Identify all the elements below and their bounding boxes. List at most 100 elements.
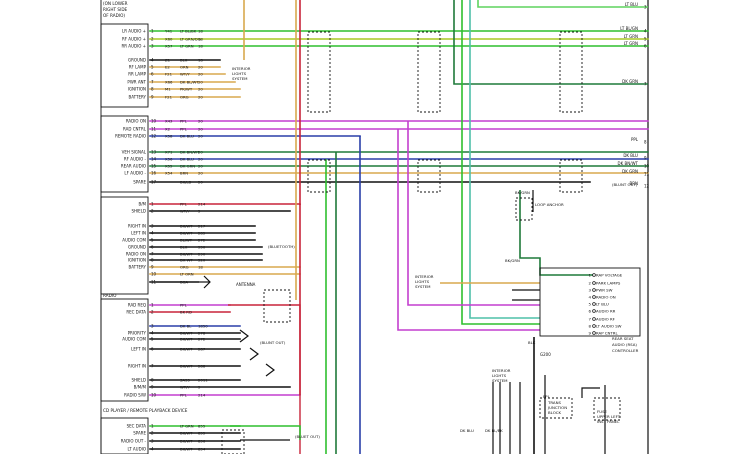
wire-color-label: BK/WT — [180, 331, 193, 336]
pin-number: 1 — [151, 303, 154, 308]
wire-color-label: LT GRN — [180, 424, 194, 429]
radio-connector-box-1 — [100, 23, 149, 108]
wire-color-label: DK BN/WT — [180, 150, 200, 155]
wire-gauge-label: 5 — [198, 385, 201, 390]
wire-gauge-label: 20 — [198, 95, 203, 100]
wire-color-label: DK GRN — [180, 164, 195, 169]
wire-color-label: BK/WT — [180, 364, 193, 369]
pin-number: 3 — [151, 324, 154, 329]
pin-label: SHIELD — [131, 209, 146, 214]
fuse-box — [593, 397, 621, 421]
header-note-text: (ON LOWER — [103, 1, 128, 6]
antenna-icon — [203, 275, 211, 289]
wire-color-label: PPL — [180, 127, 188, 132]
wire-color-label: DK BL/WT — [180, 80, 199, 85]
loop-anchor-label: LOOP ANCHOR — [535, 202, 564, 207]
teal-trunk — [469, 0, 540, 319]
wire-color-label: BK/WT — [180, 337, 193, 342]
interior-lights-label: SYSTEM — [232, 76, 248, 81]
pin-label: RIGHT IN — [128, 224, 146, 229]
wire-gauge-label: 18 — [198, 29, 203, 34]
circuit-code: F21 — [165, 72, 173, 77]
pin-label: REC DATA — [126, 310, 146, 315]
wire-gauge-label: 20 — [198, 119, 203, 124]
rsa-pin-number: 8 — [589, 324, 592, 329]
pin-label: AUDIO COM — [122, 337, 146, 342]
splice-chevron — [239, 329, 249, 343]
wire-color-label: DK BLU — [180, 134, 194, 139]
bluetooth-label-2: (BLUET OUT) — [295, 434, 320, 439]
wire-color-label: BL/WT — [180, 238, 193, 243]
circuit-code: X71 — [165, 150, 173, 155]
wire-color-label: SA55 — [180, 378, 190, 383]
wire-color-label: DK BLU — [180, 157, 194, 162]
pin-number: 4 — [151, 231, 154, 236]
right-pin-number: 11 — [644, 172, 650, 177]
fuse-link — [581, 387, 600, 398]
pin-label: B/M/M — [134, 385, 147, 390]
rsa-pin-label: LT BLU — [596, 302, 609, 307]
wire-gauge-label: 18 — [198, 37, 203, 42]
pin-number: 7 — [151, 252, 154, 257]
rsa-pin-label: RAP CNTRL — [596, 331, 618, 336]
junction-block-label: BLOCK — [548, 410, 561, 415]
pin-number: 5 — [151, 337, 154, 342]
pin-label: REMOTE RADIO — [115, 134, 146, 139]
right-pin-number: 6 — [644, 44, 647, 49]
wire-gauge-label: 217 — [198, 224, 206, 229]
pin-label: RADIO ON — [126, 252, 146, 257]
rsa-pin-dot — [592, 295, 596, 299]
wire-color-label: BLK — [180, 58, 188, 63]
pin-label: LR AUDIO + — [122, 29, 146, 34]
wire-gauge-label: 20 — [198, 134, 203, 139]
right-pin-number: 8 — [644, 140, 647, 145]
pin-label: REAR AUDIO — [121, 164, 146, 169]
rsa-pin-label: AUDIO RF — [596, 317, 616, 322]
interior-lights-label-2: LIGHTS — [415, 279, 430, 284]
pin-number: 7 — [151, 364, 154, 369]
rsa-pin-number: 6 — [589, 309, 592, 314]
wire-color-label: ORN — [180, 65, 189, 70]
rsa-name-text: CONTROLLER — [612, 348, 639, 353]
wire-gauge-label: 18 — [198, 44, 203, 49]
wire-color-label: LT GRN — [180, 44, 194, 49]
pin-number: 5 — [151, 238, 154, 243]
pin-number: 8 — [151, 87, 154, 92]
circuit-code: E2 — [165, 65, 170, 70]
rsa-pin-label: AUDIO RR — [596, 309, 616, 314]
rsa-pin-dot — [592, 281, 596, 285]
rsa-pin-label: RAP VOLTAGE — [596, 273, 623, 278]
wire-color-label: ORG — [180, 95, 189, 100]
wire-gauge-label: 290 — [198, 252, 206, 257]
pin-label: LEFT IN — [131, 231, 146, 236]
wire-gauge-label: 20 — [198, 180, 203, 185]
rsa-pin-dot — [592, 317, 596, 321]
pin-number: 4 — [151, 447, 154, 452]
rsa-pin-number: 1 — [589, 273, 592, 278]
right-wire-label: LT BLU — [625, 2, 638, 7]
red-return — [228, 304, 301, 454]
radio-connector-box-4 — [100, 298, 149, 402]
wire-gauge-label: 1850 — [198, 324, 208, 329]
circuit-code: X57 — [165, 44, 173, 49]
cd-player-box — [100, 417, 149, 454]
wire-gauge-label: 855 — [198, 431, 206, 436]
pin-label: BATTERY — [129, 265, 147, 270]
pin-label: SHIELD — [131, 378, 146, 383]
pin-label: RIGHT IN — [128, 364, 146, 369]
pin-number: 3 — [151, 44, 154, 49]
rsa-pin-label: PARK LAMPS — [596, 281, 621, 286]
pin-label: B/M — [138, 202, 146, 207]
wire-label: PPL — [543, 394, 551, 399]
pin-label: BATTERY — [129, 95, 147, 100]
wire-color-label: BK/WT — [180, 231, 193, 236]
cd-splice-box — [221, 429, 245, 454]
pin-number: 1 — [151, 202, 154, 207]
wire-color-label: DK BL — [180, 324, 192, 329]
wire-gauge-label: 20 — [198, 164, 203, 169]
interior-lights-label-3: INTERIOR — [492, 368, 511, 373]
circuit-code: Z1 — [165, 58, 171, 63]
wire-color-label: LT ORN — [180, 272, 194, 277]
pin-number: 15 — [151, 164, 157, 169]
pin-label: RADIO OUT - — [121, 439, 147, 444]
